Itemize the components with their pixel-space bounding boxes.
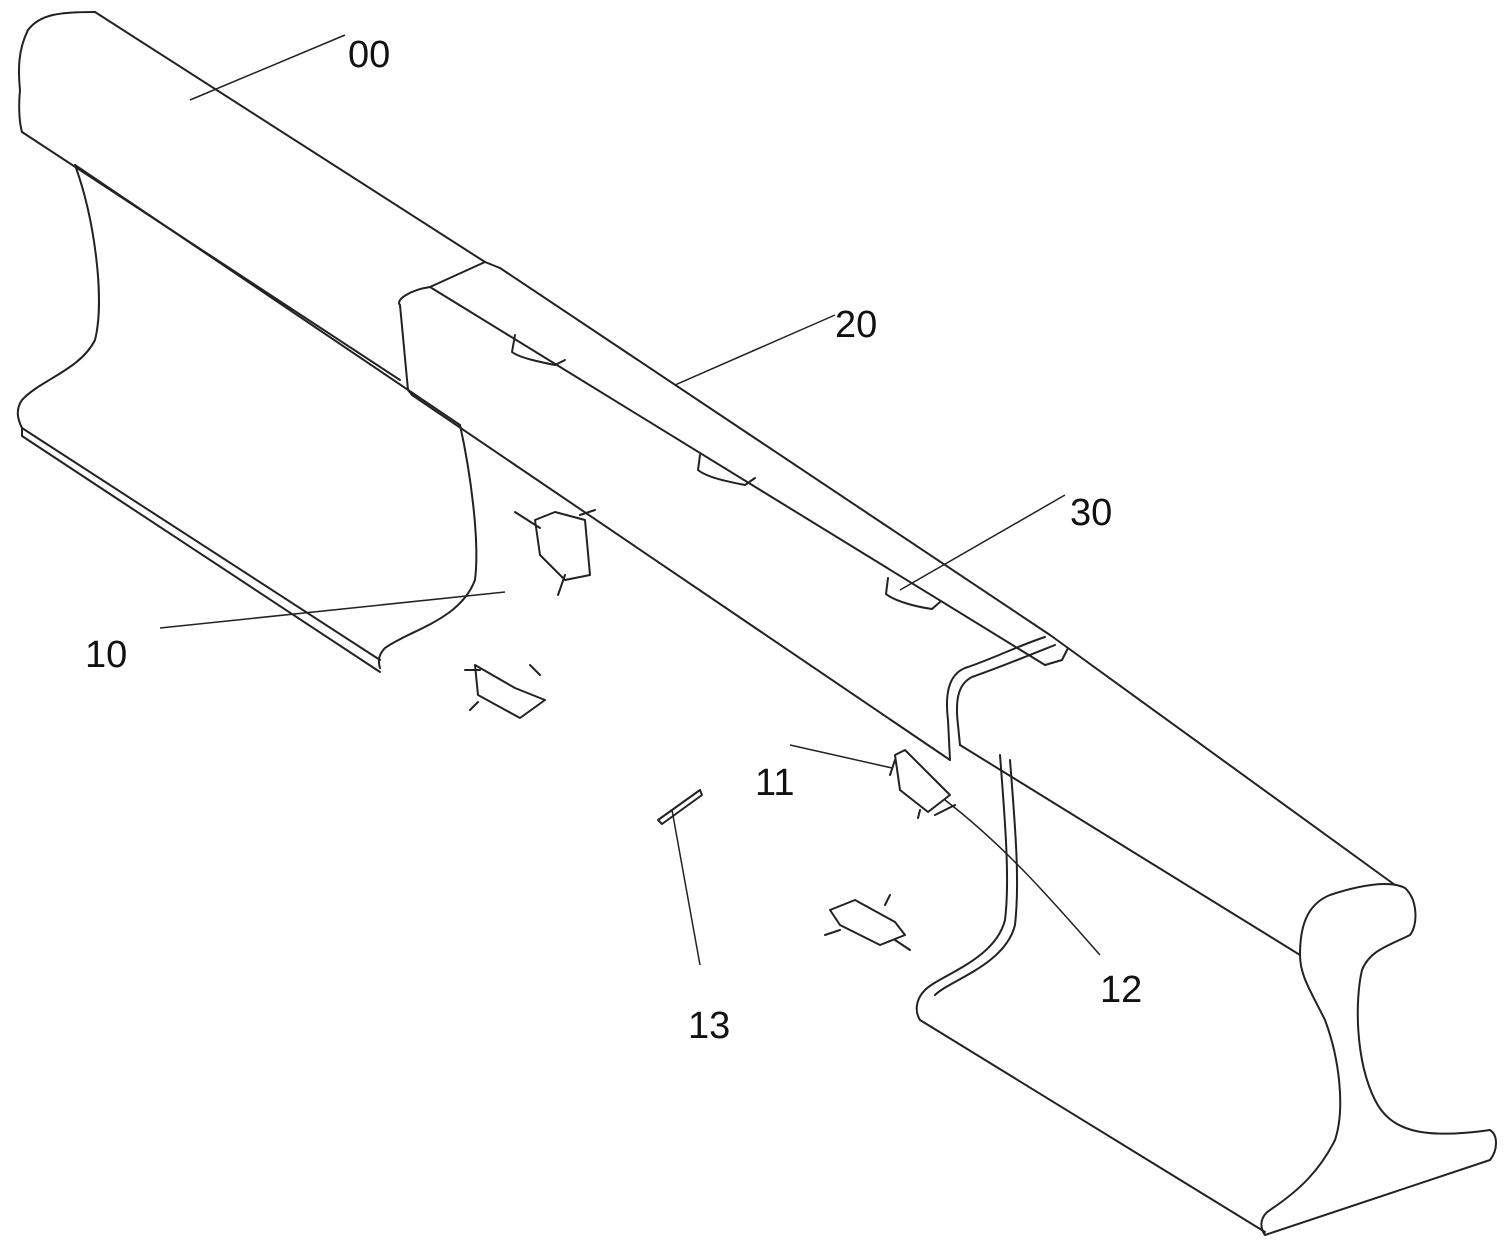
- hole: [465, 665, 545, 718]
- label-slot: 13: [688, 1005, 730, 1047]
- label-upper-clamp: 20: [835, 304, 877, 346]
- rail-base-edge: [22, 428, 380, 660]
- label-tab: 12: [1100, 969, 1142, 1011]
- rail-head-top-edge: [95, 12, 485, 262]
- reference-labels: 00 20 30 10 11 12 13: [85, 34, 1142, 1047]
- side-plate: [379, 425, 1017, 1020]
- rail-cross-section: [1261, 884, 1496, 1235]
- label-hole: 11: [755, 762, 794, 804]
- rail-body: [18, 12, 1496, 1235]
- rail-web-edge: [75, 165, 460, 425]
- slot: [658, 790, 702, 824]
- upper-clamp: [399, 262, 1068, 760]
- hole: [890, 750, 955, 818]
- rail-head-left-profile: [19, 12, 95, 132]
- hole: [825, 895, 910, 950]
- label-notch: 30: [1070, 492, 1112, 534]
- label-side-plate: 10: [85, 634, 127, 676]
- notch: [512, 335, 565, 365]
- hole: [515, 510, 595, 595]
- label-rail: 00: [348, 34, 390, 76]
- leader-lines: [160, 35, 1100, 965]
